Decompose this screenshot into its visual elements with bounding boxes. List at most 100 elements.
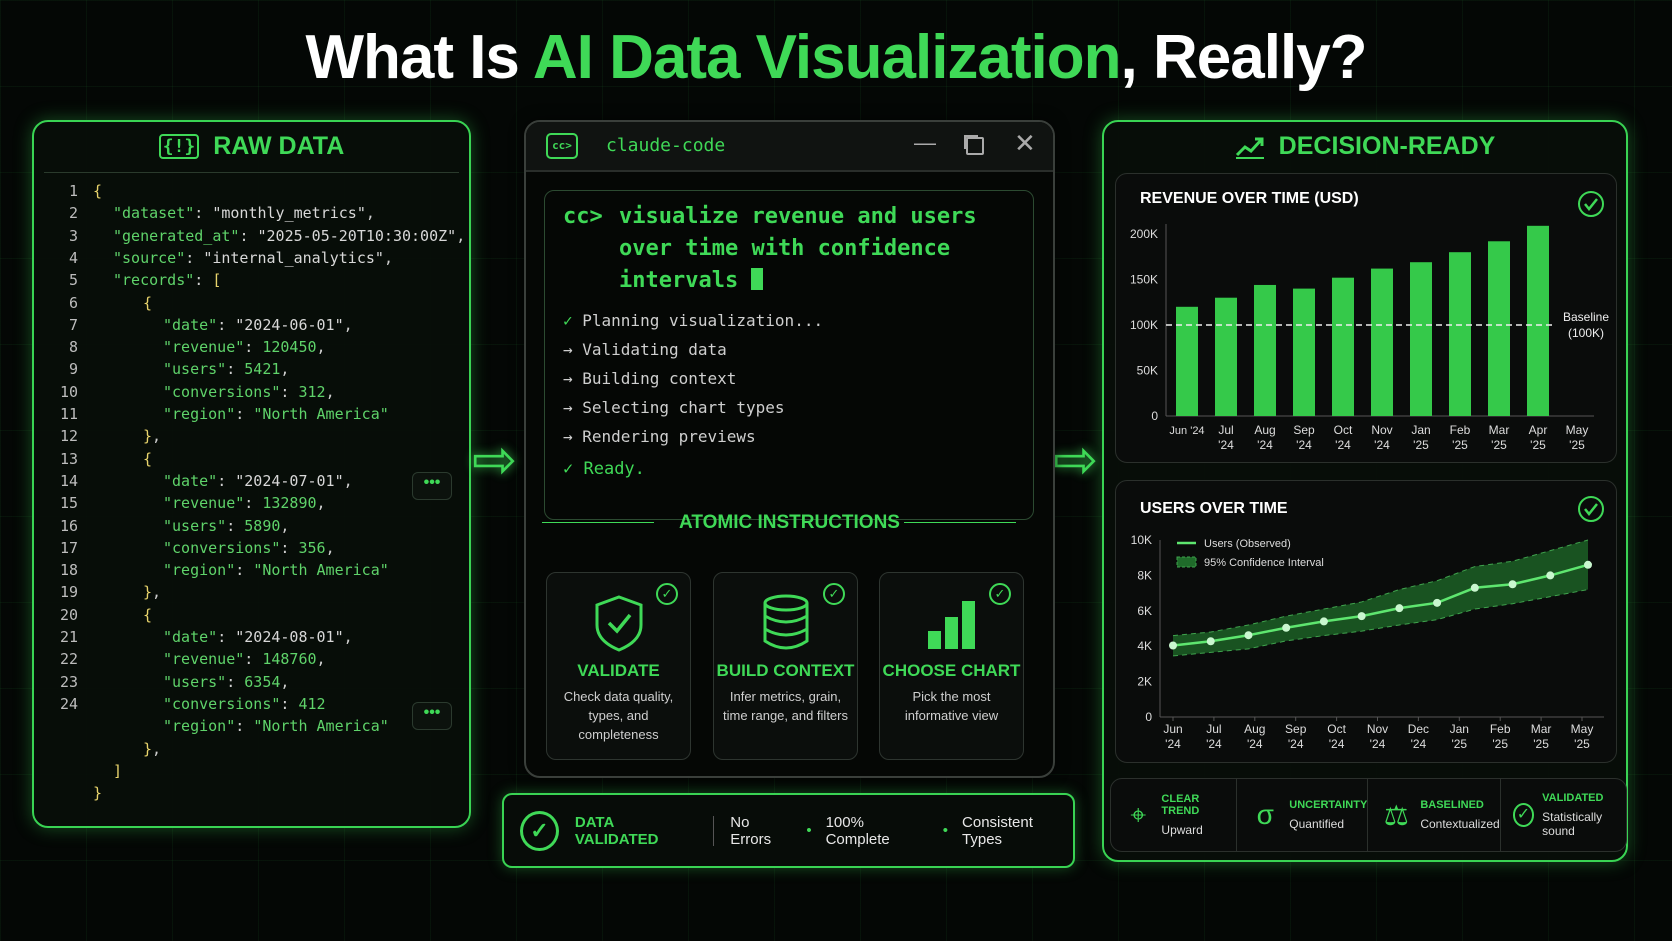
users-point <box>1470 583 1479 592</box>
code-text: "conversions": 312, <box>78 383 335 405</box>
code-text: "users": 5890, <box>78 517 289 539</box>
code-line: 10"conversions": 312, <box>42 383 335 405</box>
code-token: , <box>152 427 162 446</box>
divider <box>44 172 459 173</box>
check-circle-icon <box>1578 496 1604 522</box>
code-line: 8"revenue": 120450, <box>42 338 326 360</box>
revenue-bar <box>1371 268 1393 416</box>
code-token: , <box>316 650 326 669</box>
code-token: : <box>217 315 236 334</box>
divider <box>542 522 654 523</box>
code-text: { <box>78 294 152 316</box>
code-token: , <box>365 204 375 223</box>
step-text: Rendering previews <box>582 427 756 446</box>
y-tick-label: 2K <box>1137 675 1152 689</box>
line-number: 22 <box>59 650 78 669</box>
terminal-output[interactable]: cc> visualize revenue and users over tim… <box>544 190 1034 520</box>
close-button[interactable]: ✕ <box>1014 128 1036 158</box>
y-tick-label: 4K <box>1137 639 1152 653</box>
arrow-right-icon: ⇨ <box>472 430 518 490</box>
minimize-button[interactable]: — <box>914 130 936 155</box>
x-tick-label: Jan'25 <box>1450 722 1469 751</box>
code-view[interactable]: 1{2"dataset": "monthly_metrics",3"genera… <box>42 182 465 822</box>
more-button[interactable]: ••• <box>412 472 452 500</box>
users-point <box>1395 604 1404 613</box>
code-line: 5"records": [ <box>42 271 221 293</box>
code-text: "date": "2024-06-01", <box>78 316 353 338</box>
code-line: 18"region": "North America" <box>42 561 389 583</box>
code-token: 120450 <box>262 338 317 357</box>
code-text: "region": "North America" <box>78 561 389 583</box>
code-text: }, <box>78 740 161 762</box>
json-braces-icon: {!} <box>158 134 200 159</box>
line-number: 19 <box>59 583 78 602</box>
code-line: 14"date": "2024-07-01", <box>42 472 353 494</box>
cc-logo-icon: cc> <box>546 133 578 159</box>
line-number: 12 <box>59 427 78 446</box>
code-text: "dataset": "monthly_metrics", <box>78 204 375 226</box>
code-token: , <box>343 315 353 334</box>
line-number <box>42 717 78 739</box>
code-line: 19}, <box>42 583 161 605</box>
code-token: , <box>325 538 335 557</box>
line-number: 9 <box>68 360 78 379</box>
code-token: : <box>280 538 299 557</box>
x-tick-label: May'25 <box>1571 722 1594 751</box>
x-tick-label: Feb'25 <box>1450 423 1471 452</box>
check-icon: ✓ <box>563 311 583 330</box>
code-text: }, <box>78 583 161 605</box>
check-circle-icon: ✓ <box>989 583 1011 605</box>
line-number: 13 <box>59 449 78 468</box>
x-tick-label: Aug'24 <box>1244 722 1265 751</box>
code-token: "date" <box>163 628 218 646</box>
code-text: "conversions": 356, <box>78 539 335 561</box>
line-number: 14 <box>59 471 78 490</box>
code-token: : <box>235 717 254 736</box>
code-token: : <box>226 516 245 535</box>
step-text: Validating data <box>582 340 727 359</box>
step-text: Ready. <box>583 459 645 479</box>
restore-button[interactable] <box>966 137 984 155</box>
terminal-window: cc> claude-code — ✕ cc> visualize revenu… <box>524 120 1055 778</box>
separator: • <box>942 822 949 839</box>
baseline-label: (100K) <box>1568 326 1604 340</box>
code-token: , <box>316 494 326 513</box>
line-number: 4 <box>68 248 78 267</box>
code-token: , <box>152 583 162 602</box>
users-chart: USERS OVER TIME02K4K6K8K10KJun'24Jul'24A… <box>1115 480 1617 763</box>
code-token: 312 <box>298 382 326 401</box>
code-line: 17"conversions": 356, <box>42 539 335 561</box>
users-point <box>1584 560 1592 569</box>
arrow-icon: → <box>563 369 583 388</box>
line-number: 24 <box>59 694 78 713</box>
users-point <box>1546 571 1555 580</box>
y-tick-label: 0 <box>1151 409 1158 423</box>
y-tick-label: 50K <box>1137 364 1158 378</box>
x-tick-label: Feb'25 <box>1490 722 1511 751</box>
code-token: : <box>244 650 263 669</box>
code-text: "date": "2024-07-01", <box>78 472 353 494</box>
x-tick-label: Oct'24 <box>1334 423 1353 452</box>
users-point <box>1433 598 1442 607</box>
code-token: "2025-05-20T10:30:00Z" <box>257 226 457 245</box>
title-bar: cc> claude-code — ✕ <box>526 122 1053 172</box>
users-line <box>1172 563 1589 647</box>
revenue-bar <box>1449 252 1471 416</box>
arrow-icon: → <box>563 427 583 446</box>
more-button[interactable]: ••• <box>412 702 452 730</box>
code-token: "users" <box>163 516 227 535</box>
code-token: { <box>143 293 153 312</box>
code-token: : <box>244 494 263 513</box>
code-token: , <box>343 628 353 646</box>
code-token: { <box>143 449 153 468</box>
code-token: : <box>244 338 263 357</box>
line-number <box>42 784 78 806</box>
code-token: : <box>280 382 299 401</box>
arrow-icon: → <box>563 398 583 417</box>
code-text: "users": 5421, <box>78 360 289 382</box>
